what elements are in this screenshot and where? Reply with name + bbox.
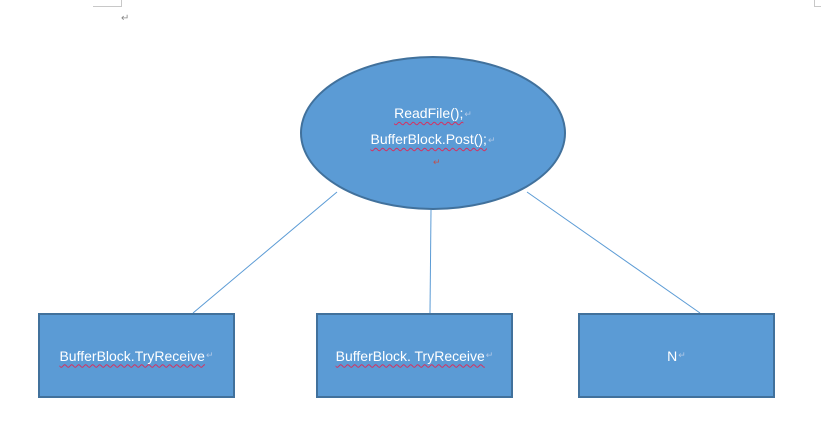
child-node-label-1: BufferBlock.TryReceive xyxy=(59,347,205,364)
root-node-line-2: BufferBlock.Post();↵ xyxy=(302,131,564,147)
child-node-box-1[interactable]: BufferBlock.TryReceive↵ xyxy=(38,313,235,398)
margin-corner-mark-left xyxy=(93,0,122,7)
paragraph-mark-icon: ↵ xyxy=(678,350,686,360)
connector-root-child-3 xyxy=(526,191,701,314)
root-node-text-1: ReadFile(); xyxy=(394,105,464,121)
paragraph-mark-icon: ↵ xyxy=(464,108,472,119)
paragraph-mark-icon: ↵ xyxy=(433,157,441,167)
connector-root-child-2 xyxy=(429,209,432,314)
child-node-box-3[interactable]: N↵ xyxy=(578,313,775,398)
root-node-line-1: ReadFile();↵ xyxy=(302,105,564,121)
root-node-text-2: BufferBlock.Post(); xyxy=(370,131,487,147)
child-node-label-3: N xyxy=(667,347,678,364)
paragraph-mark-icon: ↵ xyxy=(487,134,496,145)
child-node-label-2: BufferBlock. TryReceive xyxy=(335,347,485,364)
child-node-box-2[interactable]: BufferBlock. TryReceive↵ xyxy=(316,313,513,398)
connector-root-child-1 xyxy=(192,191,338,314)
paragraph-mark-icon: ↵ xyxy=(485,350,494,360)
paragraph-mark-icon: ↵ xyxy=(121,13,130,24)
margin-corner-mark-right xyxy=(814,0,821,7)
paragraph-mark-icon: ↵ xyxy=(205,350,214,360)
root-node-ellipse[interactable]: ReadFile();↵ BufferBlock.Post();↵ ↵ xyxy=(300,56,566,210)
